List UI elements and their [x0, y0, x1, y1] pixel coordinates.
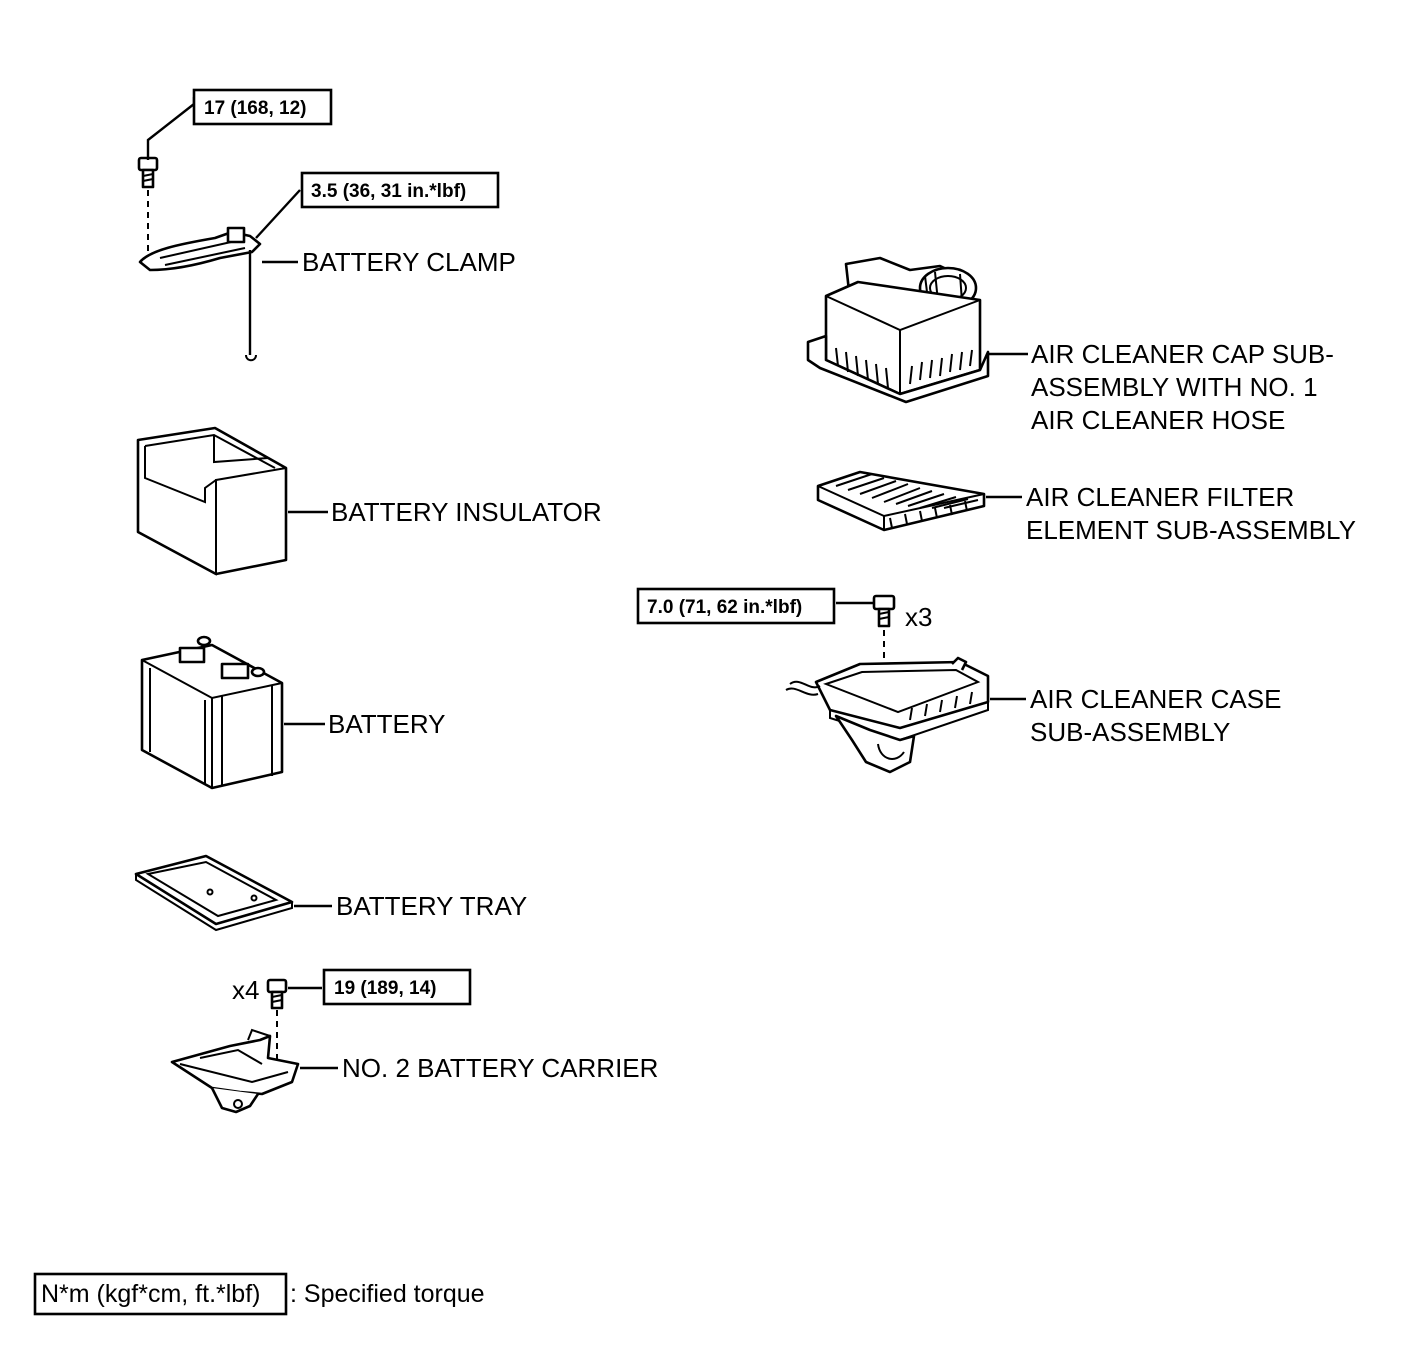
torque-value-carrier-bolt: 19 (189, 14) — [334, 978, 436, 999]
battery-clamp-bolt-icon — [137, 156, 159, 189]
air-cleaner-filter-label-line-1: AIR CLEANER FILTER — [1026, 482, 1294, 512]
case-bolt-quantity: x3 — [905, 602, 932, 632]
battery-icon — [140, 635, 284, 790]
torque-value-case-bolt: 7.0 (71, 62 in.*lbf) — [647, 597, 802, 618]
air-cleaner-cap-label: AIR CLEANER CAP SUB- ASSEMBLY WITH NO. 1… — [1031, 339, 1341, 435]
legend-unit-text: N*m (kgf*cm, ft.*lbf) — [41, 1280, 260, 1308]
no2-battery-carrier-label: NO. 2 BATTERY CARRIER — [342, 1053, 658, 1083]
air-cleaner-cap-label-line-1: AIR CLEANER CAP SUB- — [1031, 339, 1334, 369]
no2-battery-carrier-icon — [170, 1028, 300, 1114]
air-cleaner-case-icon — [785, 656, 990, 774]
carrier-bolt-icon — [266, 978, 288, 1010]
battery-insulator-icon — [136, 426, 288, 576]
legend-unit-box — [33, 1272, 288, 1316]
torque-box-carrier-bolt: 19 (189, 14) — [322, 968, 472, 1006]
battery-tray-label: BATTERY TRAY — [336, 891, 527, 921]
torque-box-clamp-bolt: 17 (168, 12) — [192, 88, 333, 126]
battery-label: BATTERY — [328, 709, 446, 739]
air-cleaner-case-label-line-1: AIR CLEANER CASE — [1030, 684, 1281, 714]
air-cleaner-case-label-line-2: SUB-ASSEMBLY — [1030, 717, 1230, 747]
air-cleaner-filter-icon — [816, 470, 986, 532]
air-cleaner-cap-icon — [806, 256, 990, 404]
torque-value-clamp-rod: 3.5 (36, 31 in.*lbf) — [311, 181, 466, 202]
carrier-bolt-quantity: x4 — [232, 975, 259, 1005]
air-cleaner-case-label: AIR CLEANER CASE SUB-ASSEMBLY — [1030, 684, 1289, 747]
legend-description: : Specified torque — [290, 1280, 485, 1308]
clamp-bolt-leader — [146, 97, 196, 160]
battery-insulator-label: BATTERY INSULATOR — [331, 497, 602, 527]
legend: N*m (kgf*cm, ft.*lbf) : Specified torque — [33, 1272, 485, 1316]
torque-box-case-bolt: 7.0 (71, 62 in.*lbf) — [636, 587, 836, 625]
battery-clamp-label: BATTERY CLAMP — [302, 247, 516, 277]
battery-clamp-icon — [138, 226, 262, 362]
air-cleaner-filter-label-line-2: ELEMENT SUB-ASSEMBLY — [1026, 515, 1356, 545]
air-cleaner-cap-label-line-3: AIR CLEANER HOSE — [1031, 405, 1285, 435]
torque-box-clamp-rod: 3.5 (36, 31 in.*lbf) — [300, 171, 500, 209]
case-bolt-icon — [872, 594, 896, 628]
torque-value-clamp-bolt: 17 (168, 12) — [204, 98, 306, 119]
clamp-rod-leader — [255, 189, 301, 239]
battery-tray-icon — [134, 854, 294, 932]
air-cleaner-filter-label: AIR CLEANER FILTER ELEMENT SUB-ASSEMBLY — [1026, 482, 1356, 545]
air-cleaner-cap-label-line-2: ASSEMBLY WITH NO. 1 — [1031, 372, 1318, 402]
